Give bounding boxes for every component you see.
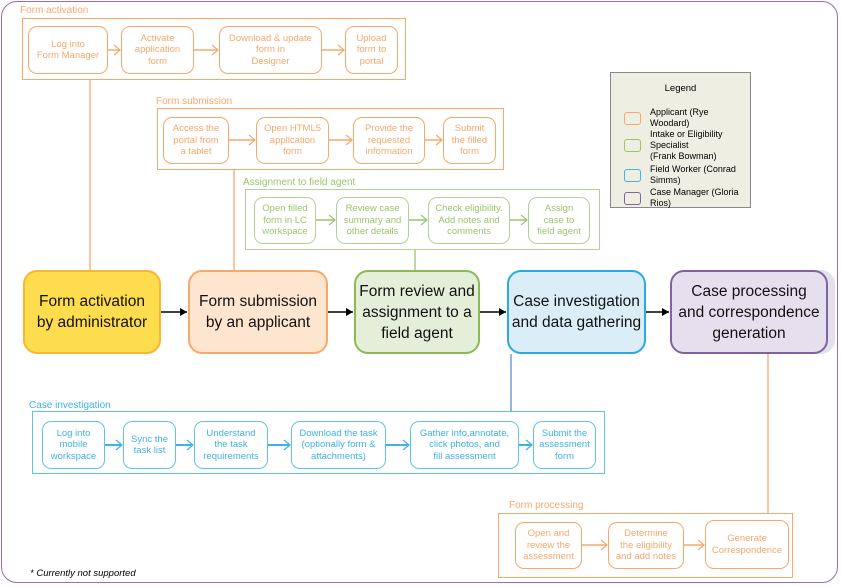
group-label-activation: Form activation [20, 5, 89, 16]
step-open-html5-form[interactable]: Open HTML5 application form [256, 117, 329, 164]
legend-item-field-worker: Field Worker (Conrad Simms) [624, 164, 750, 186]
group-activation [22, 18, 406, 80]
legend-item-applicant: Applicant (Rye Woodard) [624, 107, 750, 129]
step-determine-eligibility[interactable]: Determine the eligibility and add notes [608, 522, 684, 569]
step-submit-form[interactable]: Submit the filled form [443, 117, 496, 164]
legend-label: Case Manager (Gloria Rios) [650, 187, 739, 208]
arrowhead [346, 308, 353, 316]
arrowhead [115, 439, 123, 451]
arrowhead [600, 539, 608, 551]
step-upload-form[interactable]: Upload form to portal [345, 26, 398, 74]
legend-swatch [624, 191, 641, 205]
arrowhead [499, 308, 506, 316]
arrowhead [113, 44, 121, 56]
group-assignment [245, 189, 600, 250]
step-gather-info[interactable]: Gather info,annotate, click photos, and … [410, 421, 519, 469]
step-provide-information[interactable]: Provide the requested information [353, 117, 425, 164]
legend-item-specialist: Intake or Eligibility Specialist (Frank … [624, 129, 750, 162]
legend-swatch [624, 168, 641, 182]
step-download-task[interactable]: Download the task (optionally form & att… [291, 421, 386, 469]
step-log-into-form-manager[interactable]: Log into Form Manager [28, 26, 108, 74]
arrowhead [520, 214, 528, 226]
arrowhead [697, 539, 705, 551]
legend-label: Intake or Eligibility Specialist (Frank … [650, 129, 723, 161]
arrowhead [283, 439, 291, 451]
group-processing [498, 513, 793, 578]
arrowhead [337, 44, 345, 56]
arrowhead [662, 308, 669, 316]
group-label-submission: Form submission [156, 96, 233, 107]
arrowhead [328, 214, 336, 226]
arrowhead [248, 134, 256, 146]
main-form-activation[interactable]: Form activation by administrator [23, 270, 161, 354]
step-open-review-assessment[interactable]: Open and review the assessment [515, 522, 582, 569]
group-submission [157, 108, 504, 170]
step-sync-task-list[interactable]: Sync the task list [123, 421, 176, 469]
group-label-investigation: Case investigation [29, 400, 111, 411]
step-activate-application-form[interactable]: Activate application form [121, 26, 194, 74]
legend-label: Applicant (Rye Woodard) [650, 107, 709, 128]
main-case-investigation[interactable]: Case investigation and data gathering [507, 270, 646, 354]
arrowhead [186, 439, 194, 451]
step-download-update-form[interactable]: Download & update form in Designer [219, 26, 322, 74]
group-label-assignment: Assignment to field agent [243, 177, 356, 188]
step-access-portal[interactable]: Access the portal from a tablet [163, 117, 229, 164]
group-label-processing: Form processing [509, 500, 584, 511]
legend-swatch [624, 111, 641, 125]
step-log-into-mobile-workspace[interactable]: Log into mobile workspace [42, 421, 105, 469]
arrowhead [211, 44, 219, 56]
footnote: * Currently not supported [30, 568, 136, 579]
main-case-processing[interactable]: Case processing and correspondence gener… [670, 270, 828, 354]
legend-title: Legend [664, 83, 697, 94]
legend-swatch [624, 139, 641, 152]
step-open-filled-form[interactable]: Open filled form in LC workspace [254, 197, 316, 244]
legend-item-case-manager: Case Manager (Gloria Rios) [624, 187, 750, 209]
arrowhead [435, 134, 443, 146]
legend: Legend Applicant (Rye Woodard) Intake or… [610, 72, 751, 208]
step-assign-case[interactable]: Assign case to field agent [528, 197, 590, 244]
step-understand-requirements[interactable]: Understand the task requirements [194, 421, 268, 469]
main-form-submission[interactable]: Form submission by an applicant [188, 270, 328, 354]
step-submit-assessment[interactable]: Submit the assessment form [533, 421, 596, 469]
group-investigation [32, 411, 605, 474]
arrowhead [420, 214, 428, 226]
step-generate-correspondence[interactable]: Generate Correspondence [705, 520, 789, 569]
arrowhead [345, 134, 353, 146]
legend-label: Field Worker (Conrad Simms) [650, 164, 736, 185]
step-review-case-summary[interactable]: Review case summary and other details [336, 197, 409, 244]
arrowhead [525, 439, 533, 451]
arrowhead [402, 439, 410, 451]
main-form-review[interactable]: Form review and assignment to a field ag… [354, 270, 480, 354]
step-check-eligibility[interactable]: Check eligibility. Add notes and comment… [428, 197, 510, 244]
arrowhead [180, 308, 187, 316]
